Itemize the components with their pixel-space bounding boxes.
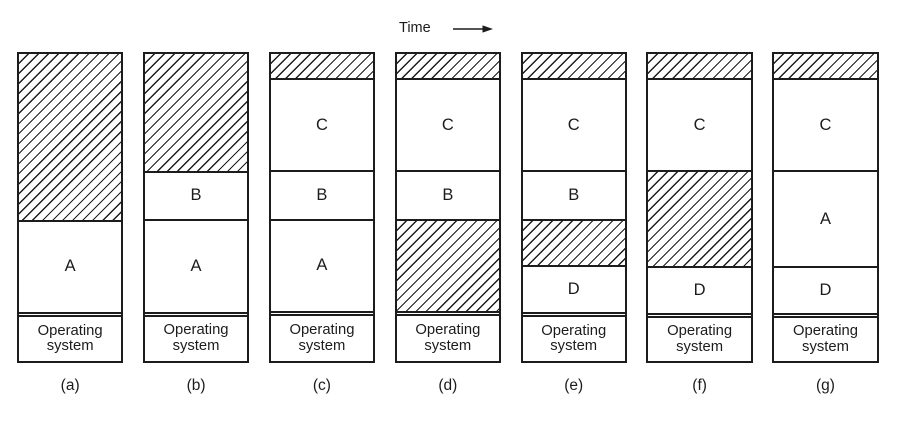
segment-process-C: C: [522, 80, 625, 172]
segment-free-hatched: [144, 54, 248, 173]
os-label: Operating system: [541, 322, 607, 354]
memory-box-f: C D Operating system: [646, 52, 753, 363]
segment-operating-system: Operating system: [270, 314, 374, 361]
segment-operating-system: Operating system: [774, 316, 877, 361]
process-label: C: [441, 115, 454, 134]
memory-column-g: C A D Operating system (g): [772, 52, 879, 395]
memory-box-e: C B D Operating system: [520, 52, 627, 363]
segment-operating-system: Operating system: [648, 316, 751, 361]
segment-operating-system: Operating system: [396, 314, 499, 361]
time-arrow-icon: [452, 24, 493, 33]
column-caption: (a): [60, 377, 80, 394]
memory-box-g: C A D Operating system: [772, 52, 879, 363]
column-caption: (d): [438, 377, 458, 394]
segment-free-hatched: [648, 54, 751, 80]
process-label: D: [693, 281, 706, 299]
segment-process-B: B: [270, 172, 374, 221]
segment-free-hatched: [522, 54, 625, 80]
segment-free-hatched: [270, 54, 374, 80]
segment-free-hatched: [522, 220, 625, 267]
memory-box-a: A Operating system: [17, 52, 124, 363]
memory-column-f: C D Operating system (f): [646, 52, 753, 395]
memory-column-b: B A Operating system (b): [142, 52, 250, 395]
memory-columns-row: A Operating system (a) B A Operating system (b…: [17, 52, 879, 395]
os-label: Operating system: [415, 322, 481, 354]
segment-process-B: B: [396, 172, 499, 221]
segment-process-D: D: [774, 268, 877, 315]
column-caption: (c): [312, 377, 331, 394]
process-label: B: [442, 185, 454, 204]
memory-box-b: B A Operating system: [142, 52, 250, 363]
time-label: Time: [399, 20, 431, 36]
segment-process-C: C: [774, 80, 877, 172]
os-label: Operating system: [667, 323, 733, 355]
memory-column-c: C B A Operating system (c): [268, 52, 376, 395]
os-label: Operating system: [289, 322, 355, 354]
segment-operating-system: Operating system: [19, 315, 122, 361]
memory-box-c: C B A Operating system: [268, 52, 376, 363]
segment-process-A: A: [19, 221, 122, 314]
segment-process-C: C: [648, 80, 751, 172]
column-caption: (b): [186, 377, 206, 394]
memory-column-e: C B D Operating system (e): [520, 52, 627, 395]
segment-process-B: B: [522, 172, 625, 221]
memory-column-d: C B Operating system (d): [394, 52, 501, 395]
memory-box-d: C B Operating system: [394, 52, 501, 363]
time-label-group: Time: [399, 20, 493, 37]
os-label: Operating system: [163, 322, 229, 354]
segment-process-C: C: [270, 80, 374, 172]
process-label: C: [315, 115, 328, 134]
process-label: A: [190, 256, 202, 275]
process-label: A: [316, 256, 328, 275]
segment-process-A: A: [270, 220, 374, 313]
segment-operating-system: Operating system: [522, 315, 625, 361]
column-caption: (g): [816, 377, 835, 394]
segment-operating-system: Operating system: [144, 314, 248, 361]
segment-free-hatched: [396, 54, 499, 80]
os-label: Operating system: [37, 322, 103, 354]
segment-process-A: A: [774, 172, 877, 268]
segment-free-hatched: [396, 220, 499, 313]
process-label: A: [819, 209, 831, 228]
process-label: B: [568, 185, 580, 204]
os-label: Operating system: [793, 323, 858, 355]
process-label: D: [819, 281, 832, 299]
segment-process-B: B: [144, 172, 248, 221]
segment-process-D: D: [522, 267, 625, 314]
segment-process-D: D: [648, 268, 751, 315]
segment-free-hatched: [19, 54, 122, 222]
segment-process-A: A: [144, 221, 248, 314]
process-label: D: [567, 280, 580, 298]
process-label: B: [316, 185, 328, 204]
process-label: C: [819, 115, 832, 134]
segment-free-hatched: [774, 54, 877, 80]
column-caption: (e): [564, 377, 584, 394]
process-label: C: [693, 115, 706, 134]
segment-process-C: C: [396, 80, 499, 172]
process-label: C: [567, 115, 580, 134]
segment-free-hatched: [648, 172, 751, 268]
memory-column-a: A Operating system (a): [17, 52, 124, 395]
process-label: B: [190, 186, 202, 205]
process-label: A: [64, 257, 76, 276]
column-caption: (f): [692, 377, 707, 394]
